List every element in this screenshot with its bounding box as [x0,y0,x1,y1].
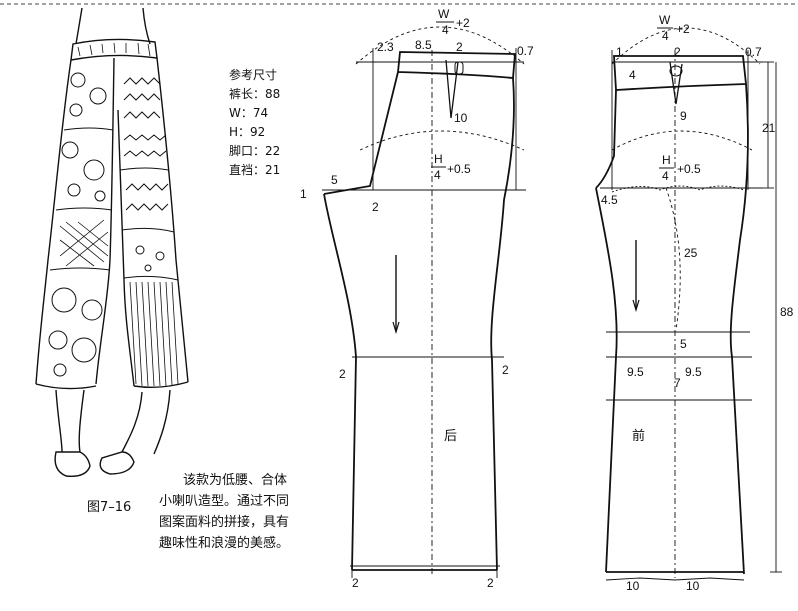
back-hip-formula-add: +0.5 [447,162,471,176]
front-dim-88: 88 [780,305,794,319]
back-dim-2-hem-left: 2 [352,576,359,590]
front-dim-5: 5 [680,337,687,351]
back-hip-formula-num: H [434,152,443,166]
back-waist-formula-num: W [438,7,450,21]
back-labels: W 4 +2 2.3 8.5 2 0.7 10 H 4 +0.5 5 1 2 2… [300,7,534,590]
front-dim-4-5: 4.5 [601,193,618,207]
spec-item: 裤长：88 [229,87,281,101]
front-dim-10-right: 10 [686,579,700,593]
back-dim-10: 10 [454,111,468,125]
back-dim-2-crotch: 2 [372,200,379,214]
back-dim-2-knee-right: 2 [502,363,509,377]
back-dim-8-5: 8.5 [415,38,432,52]
front-dim-9-5-left: 9.5 [627,365,644,379]
caption-line: 图案面料的拼接，具有 [159,515,290,530]
spec-title: 参考尺寸 [229,68,278,82]
back-panel-label: 后 [444,429,457,444]
spec-item: 直裆：21 [229,163,281,177]
back-dim-2-hem-right: 2 [487,576,494,590]
caption-line: 该款为低腰、合体 [183,473,288,488]
back-dim-2-3: 2.3 [377,40,394,54]
front-dim-10-left: 10 [626,579,640,593]
front-dim-9-5-right: 9.5 [685,365,702,379]
spec-item: 脚口：22 [229,144,281,158]
front-waist-formula-add: +2 [676,22,690,36]
back-panel-drawing [322,26,526,578]
back-waist-formula-add: +2 [456,16,470,30]
fashion-illustration [35,7,189,477]
back-waist-formula-den: 4 [442,23,449,37]
front-dim-9: 9 [680,109,687,123]
front-panel-label: 前 [632,428,645,444]
front-hip-formula-den: 4 [662,169,669,183]
front-dim-4: 4 [629,68,636,82]
spec-item: W：74 [229,106,269,120]
front-hip-formula-add: +0.5 [677,162,701,176]
back-dim-2-top: 2 [456,40,463,54]
front-dim-25: 25 [684,246,698,260]
front-dim-21: 21 [762,121,776,135]
back-dim-1: 1 [300,187,307,201]
front-dim-7: 7 [674,376,681,390]
front-labels: W 4 +2 1 2 0.7 4 9 21 H 4 +0.5 4.5 25 88… [601,13,794,593]
back-dim-5: 5 [331,173,338,187]
front-waist-formula-num: W [659,13,671,27]
back-dim-2-knee-left: 2 [339,367,346,381]
back-dim-0-7: 0.7 [517,44,534,58]
front-panel-drawing [595,27,782,581]
caption-text: 该款为低腰、合体 小喇叭造型。通过不同 图案面料的拼接，具有 趣味性和浪漫的美感… [159,470,334,554]
caption-line: 趣味性和浪漫的美感。 [159,536,290,551]
front-hip-formula-num: H [662,153,671,167]
caption-line: 小喇叭造型。通过不同 [159,494,290,509]
front-dim-2-top: 2 [674,45,681,59]
front-dim-0-7: 0.7 [745,45,762,59]
spec-block: 参考尺寸 裤长：88 W：74 H：92 脚口：22 直裆：21 [229,66,280,180]
figure-label: 图7–16 [87,500,132,515]
front-waist-formula-den: 4 [662,29,669,43]
front-dim-1: 1 [616,45,623,59]
spec-item: H：92 [229,125,266,139]
back-hip-formula-den: 4 [434,168,441,182]
